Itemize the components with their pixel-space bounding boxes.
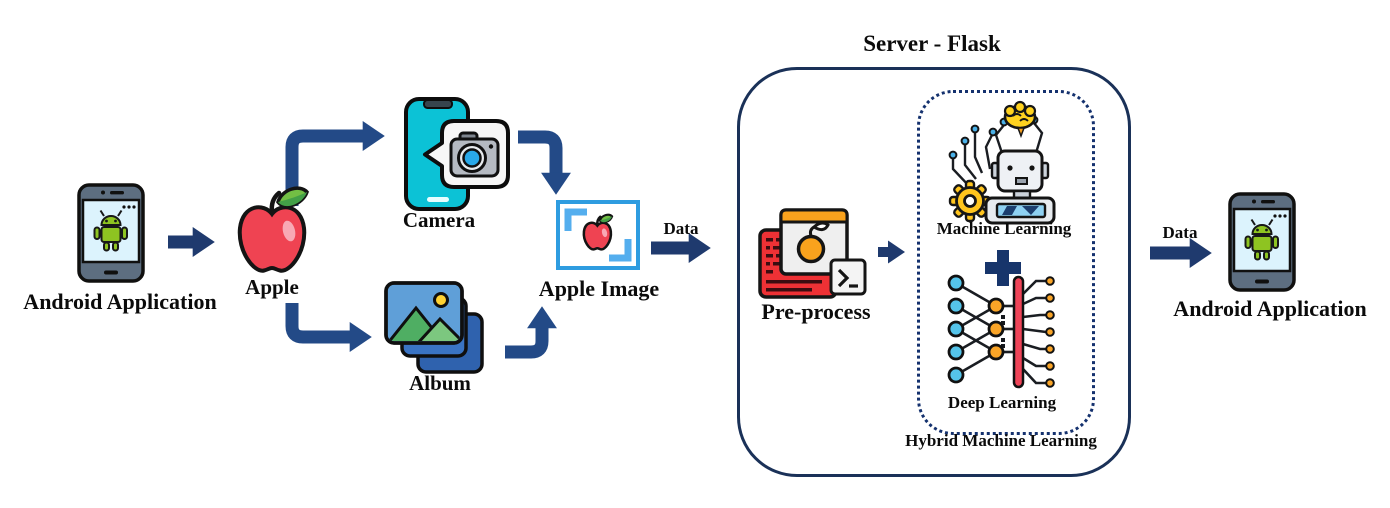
plus-icon <box>985 250 1021 286</box>
android-app-right-label: Android Application <box>1173 296 1367 321</box>
apple-image-label: Apple Image <box>538 276 660 301</box>
hybrid-ml-group-box <box>917 90 1095 435</box>
preprocess-label: Pre-process <box>761 299 871 324</box>
android-robot-glyph <box>1244 218 1279 261</box>
apple-icon <box>233 184 311 279</box>
apple-label: Apple <box>245 275 299 299</box>
android-robot-glyph <box>93 209 128 252</box>
corner-bracket-tl <box>564 208 587 231</box>
gear-glyph <box>948 179 992 223</box>
deep-learning-label: Deep Learning <box>947 393 1057 412</box>
camera-label: Camera <box>402 208 476 232</box>
data-out-label: Data <box>1162 223 1198 242</box>
arrow-camera-to-image <box>518 130 571 195</box>
data-in-label: Data <box>663 219 699 238</box>
arrow-apple-to-album <box>285 303 372 352</box>
camera-glyph <box>449 131 500 178</box>
apple-small-glyph <box>582 213 614 251</box>
arrow-album-to-image <box>505 306 557 359</box>
photo-album-icon <box>384 281 496 375</box>
server-flask-container <box>737 67 1131 477</box>
camera-phone-icon <box>404 97 512 213</box>
hybrid-ml-label: Hybrid Machine Learning <box>905 431 1097 450</box>
corner-bracket-br <box>609 239 632 262</box>
framed-apple-icon <box>556 200 640 270</box>
machine-learning-label: Machine Learning <box>936 219 1072 238</box>
neural-network-icon <box>944 272 1060 392</box>
arrow-apple-to-camera <box>285 121 385 206</box>
orange-fruit-glyph <box>796 234 826 264</box>
code-window-icon <box>757 204 869 300</box>
android-phone-icon <box>1228 190 1296 294</box>
robot-ai-icon <box>940 99 1056 225</box>
server-flask-title: Server - Flask <box>863 31 1001 56</box>
code-lines-glyph <box>766 238 822 292</box>
android-phone-icon <box>77 183 145 283</box>
android-app-left-label: Android Application <box>23 289 217 314</box>
album-label: Album <box>409 371 471 395</box>
brain-glyph <box>1003 100 1037 139</box>
